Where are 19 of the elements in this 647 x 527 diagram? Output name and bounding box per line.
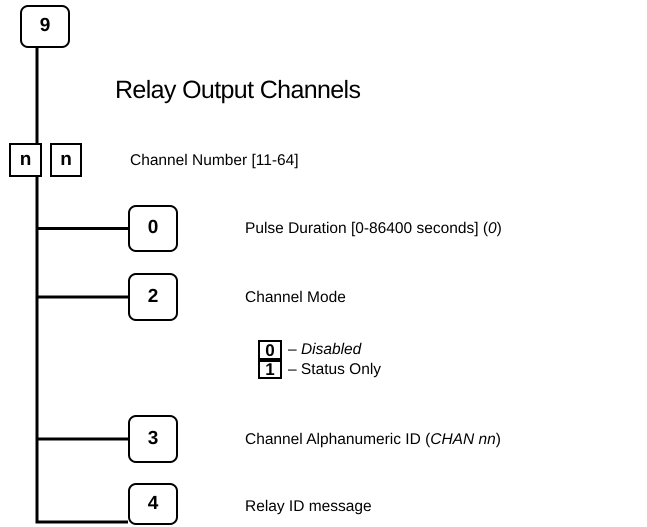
option-description: Relay ID message <box>245 497 372 517</box>
digit-box: 0 <box>258 340 282 360</box>
menu-key-box: 3 <box>128 415 178 463</box>
menu-key-box: 2 <box>128 273 178 321</box>
option-description: – Status Only <box>288 360 382 380</box>
connector-line <box>36 177 128 524</box>
menu-key-box: 4 <box>128 483 178 525</box>
menu-key-box: 9 <box>20 5 70 48</box>
title: Relay Output Channels <box>115 78 360 103</box>
digit-box: n <box>50 143 82 177</box>
connector-line <box>36 48 38 143</box>
option-description: – Disabled <box>288 340 362 360</box>
menu-key-box: 0 <box>128 205 178 252</box>
option-description: Pulse Duration [0-86400 seconds] (0) <box>245 219 502 239</box>
option-description: Channel Alphanumeric ID (CHAN nn) <box>245 430 501 450</box>
digit-box: 1 <box>258 360 282 379</box>
digit-box: n <box>9 143 42 177</box>
option-description: Channel Mode <box>245 288 346 308</box>
option-description: Channel Number [11-64] <box>130 151 299 171</box>
